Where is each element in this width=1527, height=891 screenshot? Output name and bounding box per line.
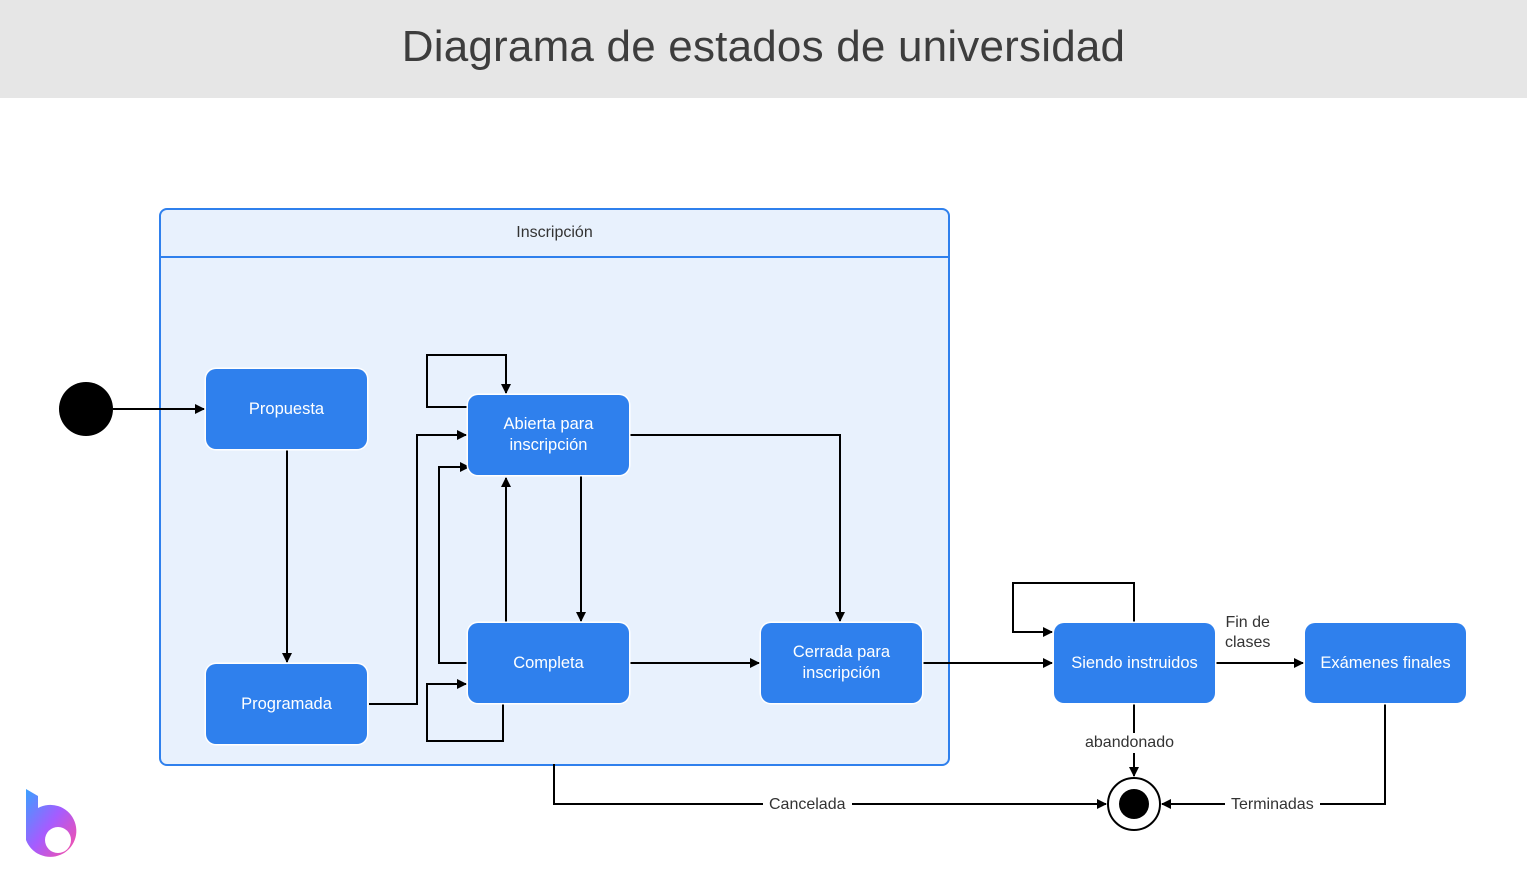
page-title: Diagrama de estados de universidad xyxy=(401,22,1126,71)
label-fin-de-clases: Fin de clases xyxy=(1219,613,1277,653)
state-programada[interactable]: Programada xyxy=(206,664,367,744)
state-examenes-finales[interactable]: Exámenes finales xyxy=(1305,623,1466,703)
arrow-completa-to-abierta-left xyxy=(438,462,470,664)
state-completa[interactable]: Completa xyxy=(468,623,629,703)
arrow-inscripcion-to-final xyxy=(553,764,1107,809)
composite-divider xyxy=(161,256,948,258)
state-siendo-instruidos[interactable]: Siendo instruidos xyxy=(1054,623,1215,703)
state-propuesta[interactable]: Propuesta xyxy=(206,369,367,449)
initial-state xyxy=(59,382,113,436)
state-cerrada-para-inscripcion[interactable]: Cerrada para inscripción xyxy=(761,623,922,703)
arrow-abierta-to-cerrada xyxy=(630,434,845,622)
composite-state-label: Inscripción xyxy=(516,224,593,241)
state-abierta-para-inscripcion[interactable]: Abierta para inscripción xyxy=(468,395,629,475)
arrow-abierta-self-loop xyxy=(426,354,511,408)
brand-logo-icon xyxy=(26,789,77,857)
arrow-programada-to-abierta xyxy=(369,430,467,705)
label-abandonado: abandonado xyxy=(1079,733,1180,753)
arrow-completa-self-loop xyxy=(426,679,504,742)
arrow-examenes-to-final xyxy=(1161,704,1386,809)
final-state-inner xyxy=(1119,789,1149,819)
label-terminadas: Terminadas xyxy=(1225,795,1320,815)
title-bar: Diagrama de estados de universidad xyxy=(0,0,1527,98)
arrow-siendo-self-loop xyxy=(1012,582,1135,637)
label-cancelada: Cancelada xyxy=(763,795,852,815)
